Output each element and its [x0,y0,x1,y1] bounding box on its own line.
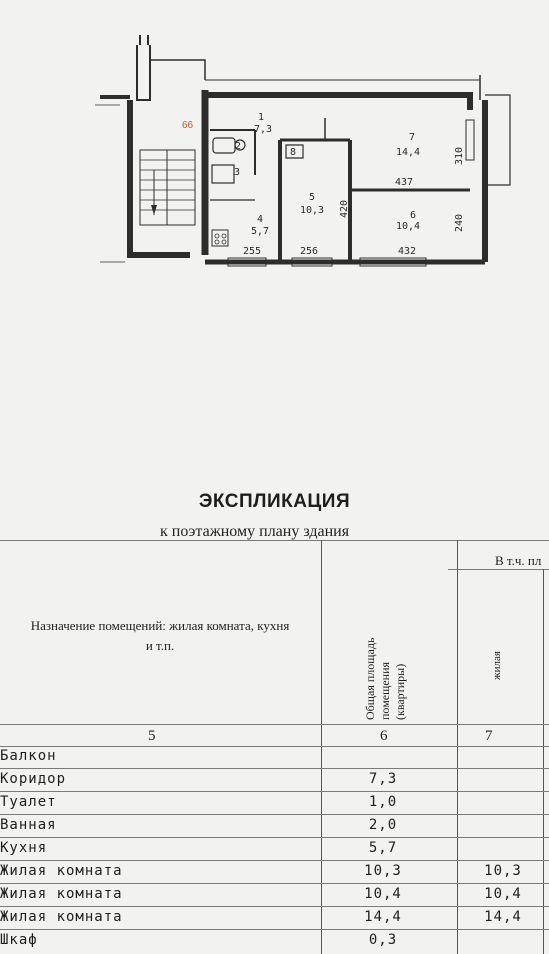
room-5-number: 5 [309,192,315,203]
col-divider-1 [321,540,322,954]
col-number-5: 5 [148,728,156,744]
room-4-number: 4 [257,214,263,225]
row-name: Кухня [0,840,48,856]
col-7-header: жилая [491,651,503,681]
marker-66: 66 [182,120,194,131]
dim-255: 255 [243,246,261,257]
group-divider [448,569,549,570]
row-area: 10,3 [364,863,402,879]
row-name: Ванная [0,817,57,833]
room-6-number: 6 [410,210,416,221]
header-bottom-border [0,724,549,725]
row-name: Шкаф [0,932,38,948]
table-row: Шкаф 0,3 [0,930,549,952]
row-name: Коридор [0,771,67,787]
table-row: Туалет 1,0 [0,792,549,814]
dim-432: 432 [398,246,416,257]
room-4-area: 5,7 [251,226,269,237]
group-header: В т.ч. пл [495,553,542,568]
toilet-number: 2 [235,141,241,152]
col-divider-3 [543,569,544,954]
row-border [0,814,549,815]
table-row: Жилая комната 10,4 10,4 [0,884,549,906]
table-row: Балкон [0,746,549,768]
row-border [0,883,549,884]
room-1-area: 7,3 [254,124,272,135]
room-7-number: 7 [409,132,415,143]
document-title: ЭКСПЛИКАЦИЯ [198,491,351,512]
row-border [0,929,549,930]
row-name: Жилая комната [0,863,123,879]
row-border [0,791,549,792]
col-divider-2 [457,540,458,954]
table-row: Жилая комната 14,4 14,4 [0,907,549,929]
table-row: Коридор 7,3 [0,769,549,791]
table-row: Ванная 2,0 [0,815,549,837]
row-area: 0,3 [368,932,398,948]
room-5-area: 10,3 [300,205,324,216]
row-name: Туалет [0,794,57,810]
row-area: 10,4 [364,886,402,902]
row-name: Балкон [0,748,57,764]
col-numbers-border [0,746,549,747]
row-area: 1,0 [368,794,398,810]
table-row: Кухня 5,7 [0,838,549,860]
dim-310: 310 [454,147,465,165]
row-name: Жилая комната [0,909,123,925]
room-7-area: 14,4 [396,147,420,158]
floor-plan: 66 1 7,3 2 3 8 4 5,7 5 10,3 6 10,4 7 14,… [95,35,511,267]
room-1-number: 1 [258,112,264,123]
table-row: Жилая комната 10,3 10,3 [0,861,549,883]
dim-240: 240 [454,214,465,232]
svg-text:жилая: жилая [491,651,503,681]
col-number-7: 7 [485,728,493,744]
bath-number: 3 [234,167,240,178]
dim-420: 420 [339,200,350,218]
svg-text:Общая площадь помещения: Общая площадь помещения (квартиры) [363,635,407,720]
row-area: 14,4 [364,909,402,925]
row-border [0,906,549,907]
col-6-header: Общая площадь помещения (квартиры) [363,635,407,720]
row-area: 5,7 [368,840,398,856]
row-border [0,837,549,838]
table-top-border [0,540,549,541]
col-5-header: Назначение помещений: жилая комната, кух… [30,618,290,653]
row-border [0,768,549,769]
row-area: 2,0 [368,817,398,833]
dim-437: 437 [395,177,413,188]
row-border [0,860,549,861]
closet-number: 8 [290,147,296,158]
explication-table: Назначение помещений: жилая комната, кух… [0,540,549,954]
room-6-area: 10,4 [396,221,420,232]
col-number-6: 6 [380,728,388,744]
dim-256: 256 [300,246,318,257]
row-living: 14,4 [484,909,522,925]
document-subtitle: к поэтажному плану здания [160,523,350,540]
row-name: Жилая комната [0,886,123,902]
row-living: 10,3 [484,863,522,879]
row-area: 7,3 [368,771,398,787]
row-living: 10,4 [484,886,522,902]
